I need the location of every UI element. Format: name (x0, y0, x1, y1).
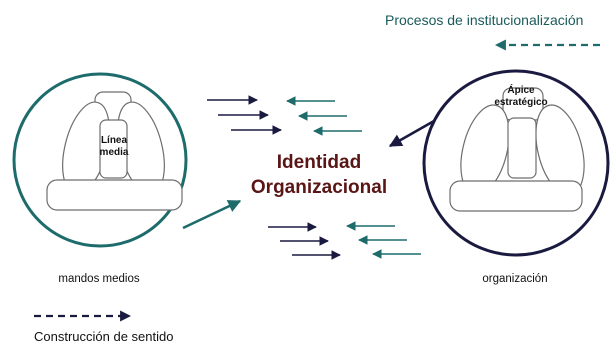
center-title-line2: Organizacional (251, 177, 387, 198)
left-figure-caption: mandos medios (58, 273, 139, 285)
right-figure-inner-label-line2: estratégico (494, 97, 547, 108)
left-figure-middle-block (99, 119, 128, 179)
right-figure-caption: organización (482, 273, 547, 285)
right-to-center-arrow (388, 119, 435, 148)
left-figure-base-block (46, 179, 183, 211)
center-title-line1: Identidad (277, 152, 361, 173)
left-figure-inner-label-line1: Línea (101, 135, 128, 146)
right-figure-base-block (449, 180, 583, 212)
legend-institucionalizacion-label: Procesos de institucionalización (385, 12, 583, 28)
lower-arrow-exchange (268, 221, 421, 260)
left-figure: Línea media (12, 72, 188, 248)
left-figure-inner-label-line2: media (100, 147, 129, 158)
left-to-center-arrow (182, 199, 242, 230)
right-figure-inner-label-line1: Ápice (507, 83, 535, 96)
right-figure-middle-block (507, 117, 537, 179)
right-figure: Ápice estratégico (422, 69, 610, 257)
upper-arrow-exchange (207, 95, 362, 136)
legend-sentido-label: Construcción de sentido (34, 329, 173, 344)
